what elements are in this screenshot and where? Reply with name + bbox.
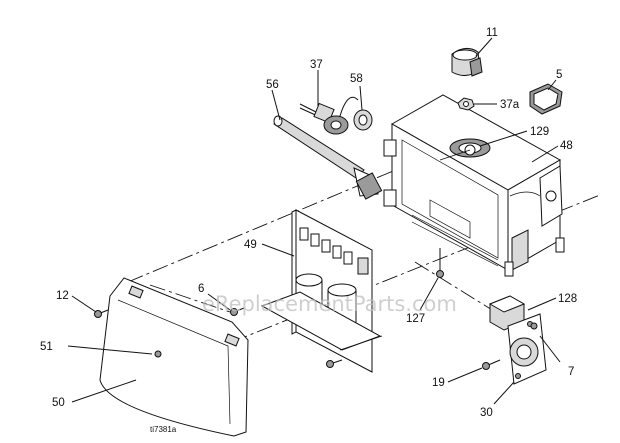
callout-19: 19: [432, 377, 445, 389]
callout-50: 50: [52, 397, 65, 409]
cover-part-50: [99, 277, 249, 437]
callout-labels: 11 5 37 58 56 37a 129 48 49 6 12 128 127…: [40, 27, 577, 419]
callout-12: 12: [56, 290, 69, 302]
callout-127: 127: [406, 313, 425, 325]
callout-128: 128: [558, 293, 577, 305]
callout-5: 5: [556, 69, 562, 81]
screw-part-7: [530, 322, 538, 330]
bushing-part-58: [353, 109, 373, 131]
callout-129: 129: [530, 126, 549, 138]
hose-part-56: [273, 115, 383, 200]
callout-6: 6: [198, 283, 204, 295]
board-relays: [299, 227, 369, 275]
bracket-part-129: [439, 144, 476, 161]
callout-48: 48: [560, 140, 573, 152]
callout-37a: 37a: [500, 99, 520, 111]
figure-id: ti7381a: [150, 425, 177, 434]
plug-part-5: [529, 83, 563, 115]
circuit-board-part-49: [260, 209, 383, 373]
callout-30: 30: [480, 407, 493, 419]
callout-7: 7: [568, 366, 574, 378]
screw-part-12: [94, 309, 109, 318]
screw-part-19: [482, 359, 501, 370]
screw-board-lower: [326, 359, 343, 368]
callout-56: 56: [266, 79, 279, 91]
screw-part-6: [230, 307, 245, 316]
watermark-text: eReplacementParts.com: [202, 292, 457, 316]
leader-lines: [67, 37, 561, 405]
callout-58: 58: [350, 73, 363, 85]
nut-part-37a: [457, 97, 475, 111]
callout-49: 49: [244, 239, 257, 251]
clip-part-11: [451, 48, 483, 77]
callout-51: 51: [40, 341, 53, 353]
end-plate-part-30: [507, 313, 547, 385]
housing-box: [383, 94, 565, 277]
sensor-part-37: [299, 96, 359, 135]
callout-11: 11: [486, 27, 498, 39]
screw-part-127: [436, 248, 444, 278]
callout-37: 37: [310, 59, 323, 71]
